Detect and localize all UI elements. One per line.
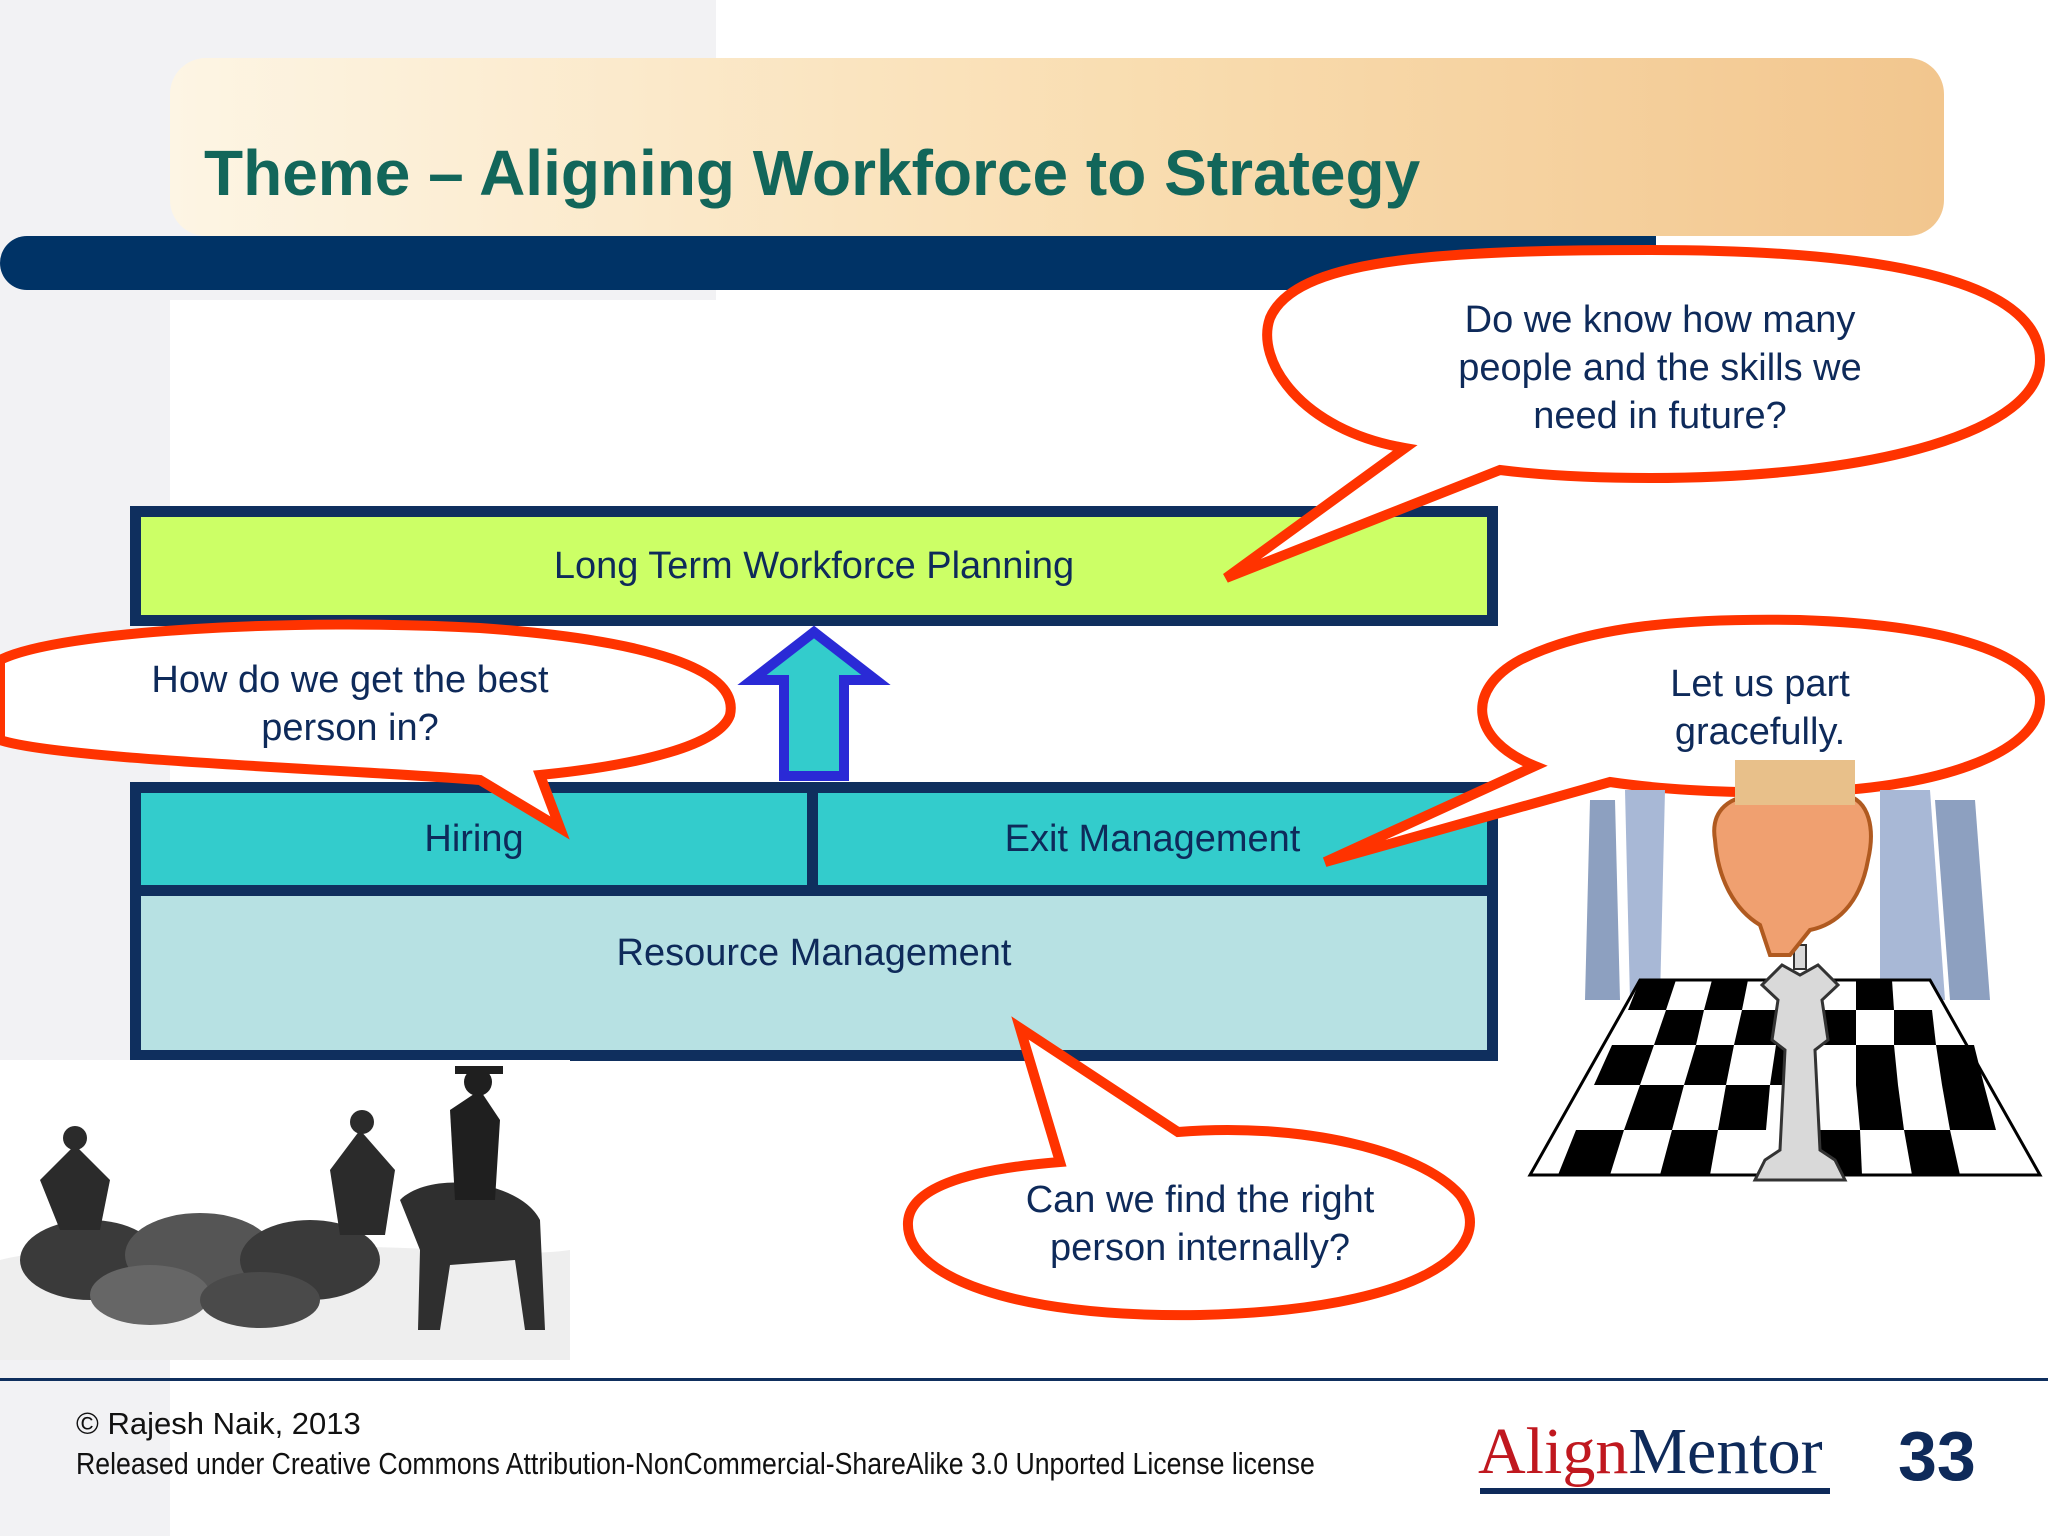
- callout-internal-text: Can we find the right person internally?: [940, 1176, 1460, 1272]
- callout-internal-line: person internally?: [1050, 1227, 1350, 1269]
- callout-future-bubble: [1223, 244, 2046, 583]
- slide-title: Theme – Aligning Workforce to Strategy: [204, 137, 1421, 209]
- title-banner: [170, 58, 1944, 236]
- callout-internal-bubble: [902, 1016, 1475, 1321]
- callout-best-person-text: How do we get the best person in?: [80, 656, 620, 752]
- callout-best-person-line: How do we get the best: [151, 659, 549, 701]
- callout-internal-line: Can we find the right: [1025, 1179, 1375, 1221]
- logo-underline: [1480, 1488, 1830, 1494]
- logo-align-text: Align: [1478, 1415, 1629, 1488]
- callout-future-line: need in future?: [1533, 395, 1787, 437]
- up-arrow-icon: [737, 625, 891, 781]
- copyright-text: © Rajesh Naik, 2013: [76, 1406, 361, 1441]
- license-text: Released under Creative Commons Attribut…: [76, 1446, 1315, 1481]
- resource-management-box: Resource Management: [130, 885, 1498, 1061]
- logo-mentor-text: Mentor: [1628, 1415, 1823, 1488]
- cowboys-cattle-illustration: [0, 1060, 570, 1360]
- callout-part-line: gracefully.: [1674, 711, 1846, 753]
- callout-best-person-bubble: [0, 619, 736, 840]
- callout-part-line: Let us part: [1670, 663, 1850, 705]
- callout-best-person-line: person in?: [261, 707, 439, 749]
- resource-management-label: Resource Management: [616, 931, 1012, 974]
- callout-future-line: Do we know how many: [1464, 299, 1856, 341]
- callout-part-text: Let us part gracefully.: [1560, 660, 1960, 756]
- callout-future-line: people and the skills we: [1458, 347, 1862, 389]
- hiring-label: Hiring: [424, 817, 524, 860]
- footer-divider: [0, 1378, 2048, 1381]
- long-term-workforce-planning-label: Long Term Workforce Planning: [553, 544, 1075, 587]
- alignmentor-logo: AlignMentor: [1478, 1414, 1823, 1490]
- callout-future-text: Do we know how many people and the skill…: [1390, 296, 1930, 440]
- page-number: 33: [1898, 1417, 1976, 1495]
- chess-king-illustration: [1527, 760, 2043, 1182]
- hiring-box: Hiring: [130, 782, 818, 896]
- exit-management-label: Exit Management: [1004, 817, 1301, 860]
